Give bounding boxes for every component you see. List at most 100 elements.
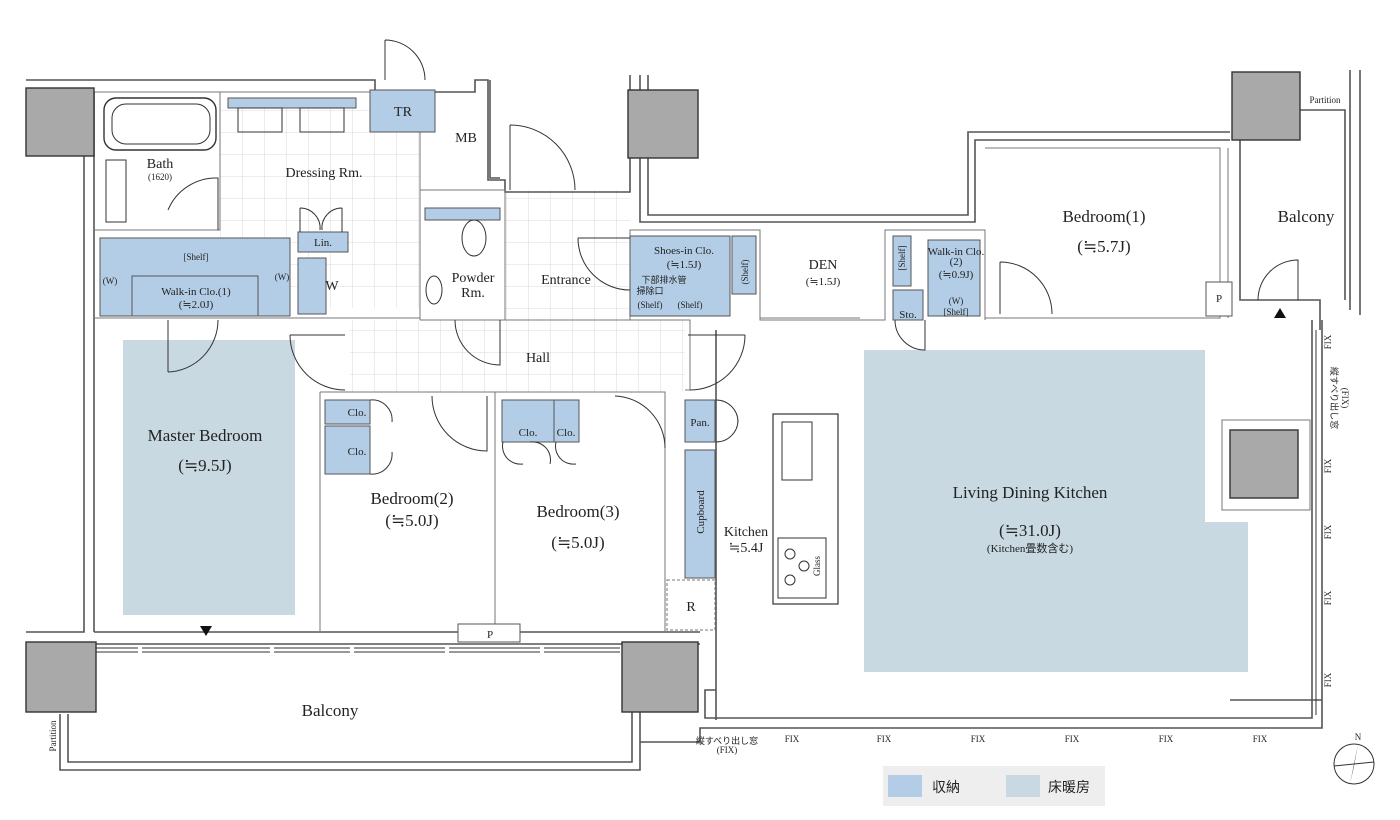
window-fix-right: FIX bbox=[1323, 590, 1333, 605]
w-right-label: (W) bbox=[275, 272, 290, 282]
shelf-label: [Shelf] bbox=[184, 252, 209, 262]
walkin-2-label: Walk-in Clo. bbox=[928, 246, 985, 258]
kitchen-island bbox=[772, 413, 839, 605]
balcony-right-label: Balcony bbox=[1278, 207, 1335, 226]
column bbox=[621, 641, 699, 713]
powder-shelf bbox=[424, 207, 501, 221]
ldk-label: Living Dining Kitchen bbox=[953, 483, 1108, 502]
column bbox=[1229, 429, 1299, 499]
window-vertical-fix: (FIX) bbox=[717, 745, 738, 755]
cupboard bbox=[684, 449, 716, 579]
window-fix: FIX bbox=[1065, 734, 1080, 744]
w-storage bbox=[297, 257, 327, 315]
window-fix: FIX bbox=[1159, 734, 1174, 744]
shoes-closet bbox=[629, 235, 731, 317]
bedroom-1-label: Bedroom(1) bbox=[1062, 207, 1145, 226]
ldk-size: (≒31.0J) bbox=[999, 521, 1061, 540]
entrance-label: Entrance bbox=[541, 273, 591, 288]
hall-tiles bbox=[350, 320, 685, 392]
balcony-bottom-label: Balcony bbox=[302, 701, 359, 720]
ldk-note: (Kitchen畳数含む) bbox=[987, 541, 1073, 555]
bedroom-2-label: Bedroom(2) bbox=[370, 489, 453, 508]
bedroom-3-size: (≒5.0J) bbox=[551, 533, 604, 552]
bath-label: Bath bbox=[147, 157, 173, 172]
pantry-label: Pan. bbox=[690, 417, 710, 429]
window-vertical-right-fix: (FIX) bbox=[1340, 388, 1350, 409]
drain-label-2: 掃除口 bbox=[636, 285, 663, 296]
column bbox=[25, 641, 97, 713]
window-fix: FIX bbox=[877, 734, 892, 744]
w-left-label: (W) bbox=[103, 276, 118, 286]
den-size: (≒1.5J) bbox=[806, 276, 841, 288]
sink bbox=[425, 275, 443, 305]
window-fix: FIX bbox=[971, 734, 986, 744]
closet-d bbox=[553, 399, 580, 443]
window-fix: FIX bbox=[785, 734, 800, 744]
closet-c bbox=[501, 399, 555, 443]
walkin-2-shelf-label: [Shelf] bbox=[897, 246, 907, 271]
window-fix-right: FIX bbox=[1323, 334, 1333, 349]
legend-storage-label: 収納 bbox=[932, 780, 960, 796]
closet-a-label: Clo. bbox=[348, 407, 367, 419]
mb-label: MB bbox=[455, 131, 477, 146]
bedroom-1-size: (≒5.7J) bbox=[1077, 237, 1130, 256]
pantry bbox=[684, 399, 716, 443]
sto-label: Sto. bbox=[899, 309, 917, 321]
powder-label-2: Rm. bbox=[461, 286, 485, 301]
column bbox=[1231, 71, 1301, 141]
shoes-shelf-3: (Shelf) bbox=[740, 260, 750, 285]
walkin-2-number: (2) bbox=[950, 256, 963, 268]
walkin-closet-2 bbox=[927, 239, 981, 317]
den-label: DEN bbox=[809, 258, 838, 273]
window-fix-right: FIX bbox=[1323, 524, 1333, 539]
walkin-1-size: (≒2.0J) bbox=[179, 299, 214, 311]
legend-storage-swatch bbox=[888, 775, 922, 797]
ldk-heating bbox=[864, 350, 1248, 672]
closet-a bbox=[324, 399, 371, 425]
shoes-closet-label: Shoes-in Clo. bbox=[654, 245, 714, 257]
walkin-1-label: Walk-in Clo.(1) bbox=[161, 286, 231, 298]
shoes-shelf-1: (Shelf) bbox=[638, 300, 663, 310]
walkin-2-shelf-2: [Shelf] bbox=[944, 307, 969, 317]
window-vertical-label: 縦すべり出し窓 bbox=[696, 735, 758, 746]
entrance-tiles bbox=[505, 190, 630, 320]
master-bedroom-label: Master Bedroom bbox=[148, 426, 263, 445]
w-closet-label: W bbox=[325, 279, 339, 294]
walkin-2-size: (≒0.9J) bbox=[939, 269, 974, 281]
powder-label: Powder bbox=[452, 271, 495, 286]
bedroom-3-label: Bedroom(3) bbox=[536, 502, 619, 521]
p-right-label: P bbox=[1216, 293, 1222, 305]
walkin-2-shelf bbox=[892, 235, 912, 287]
master-bedroom-size: (≒9.5J) bbox=[178, 456, 231, 475]
p-bottom-label: P bbox=[487, 629, 493, 641]
refrigerator-label: R bbox=[686, 600, 696, 615]
sto-storage bbox=[892, 289, 924, 321]
master-heating bbox=[123, 340, 295, 615]
hall-label: Hall bbox=[526, 351, 550, 366]
closet-c-label: Clo. bbox=[519, 427, 538, 439]
cupboard-label: Cupboard bbox=[695, 490, 707, 534]
partition-top-label: Partition bbox=[1310, 95, 1341, 105]
linen-storage bbox=[297, 231, 349, 253]
column bbox=[627, 89, 699, 159]
window-vertical-right: 縦すべり出し窓 bbox=[1329, 367, 1340, 429]
window-fix-right: FIX bbox=[1323, 672, 1333, 687]
tr-label: TR bbox=[394, 105, 413, 120]
glass-label: Glass bbox=[812, 556, 822, 576]
shoes-shelf-side bbox=[731, 235, 757, 295]
kitchen-label: Kitchen bbox=[724, 525, 768, 540]
dressing-shelf bbox=[227, 97, 357, 109]
kitchen-size: ≒5.4J bbox=[729, 541, 764, 556]
linen-label: Lin. bbox=[314, 237, 332, 249]
shoes-closet-size: (≒1.5J) bbox=[667, 259, 702, 271]
legend-heating-label: 床暖房 bbox=[1048, 780, 1090, 796]
bathtub bbox=[103, 97, 217, 151]
bath-size: (1620) bbox=[148, 172, 172, 182]
window-fix: FIX bbox=[1253, 734, 1268, 744]
legend-heating-swatch bbox=[1006, 775, 1040, 797]
walkin-2-w: (W) bbox=[949, 296, 964, 306]
closet-b-label: Clo. bbox=[348, 446, 367, 458]
closet-d-label: Clo. bbox=[557, 427, 576, 439]
closet-b bbox=[324, 425, 371, 475]
